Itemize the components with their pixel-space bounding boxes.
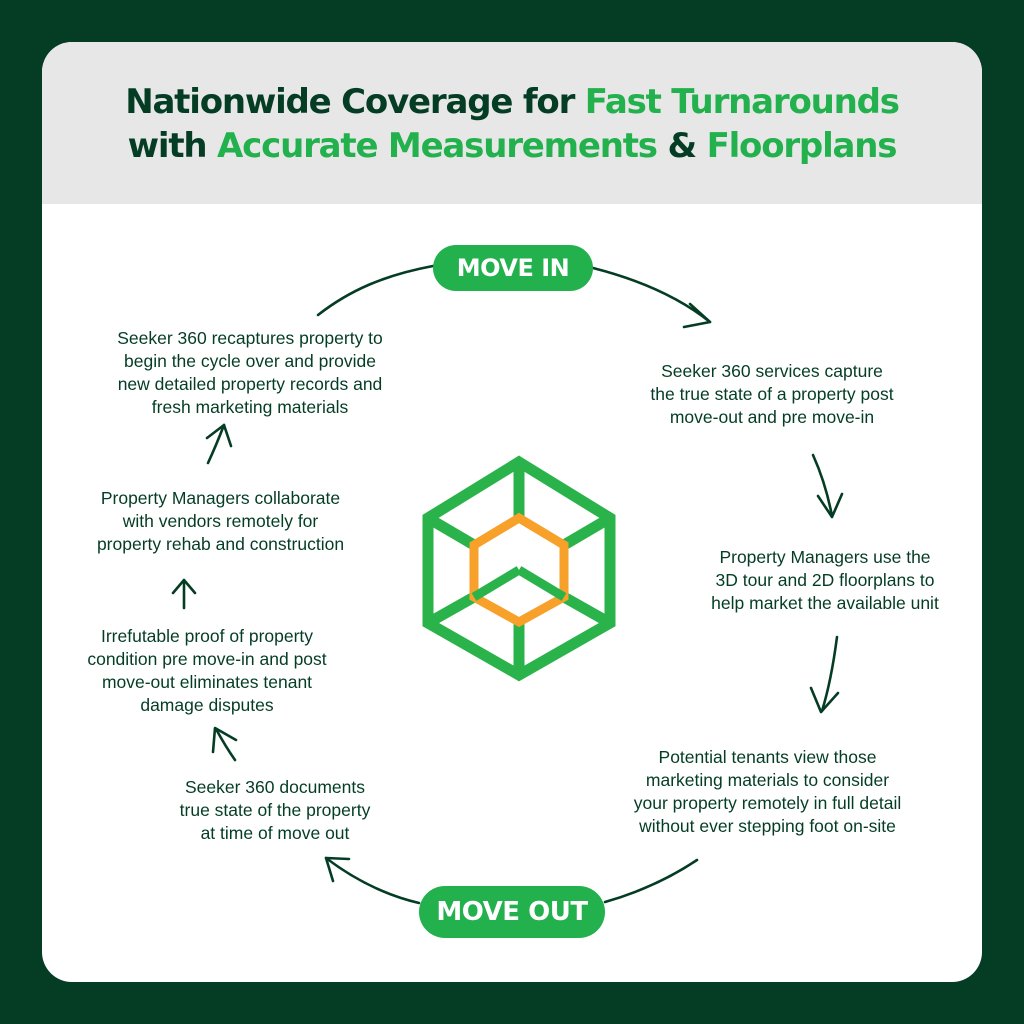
step-line: Property Managers use the (719, 547, 931, 567)
title-line-1: Nationwide Coverage for Fast Turnarounds (42, 82, 982, 122)
move-out-badge: MOVE OUT (419, 886, 605, 938)
step-recapture: Seeker 360 recaptures property to begin … (90, 327, 410, 419)
curved-arrow-icon (816, 492, 844, 519)
step-line: help market the available unit (711, 593, 939, 613)
step-line: begin the cycle over and provide (124, 351, 376, 371)
curved-arrow-icon (682, 302, 712, 329)
curved-arrow-icon (214, 727, 237, 762)
title-segment: with (127, 126, 218, 166)
step-line: Seeker 360 services capture (661, 361, 883, 381)
cycle-arc-bottom-right (603, 858, 699, 904)
title-line-2: with Accurate Measurements & Floorplans (42, 126, 982, 166)
step-line: property rehab and construction (96, 534, 345, 554)
content-card: Nationwide Coverage for Fast Turnarounds… (42, 42, 982, 982)
curved-arrow-icon (206, 423, 226, 465)
step-line: new detailed property records and (117, 374, 383, 394)
title-segment: & (656, 126, 707, 166)
step-managers-market: Property Managers use the 3D tour and 2D… (680, 546, 970, 615)
step-line: Seeker 360 recaptures property to (117, 328, 383, 348)
step-tenants-view: Potential tenants view those marketing m… (605, 746, 930, 838)
step-line: damage disputes (140, 695, 274, 715)
step-line: marketing materials to consider (645, 770, 890, 790)
step-line: Seeker 360 documents (185, 777, 365, 797)
curved-arrow-icon (205, 423, 233, 448)
step-vendors-collaborate: Property Managers collaborate with vendo… (68, 487, 373, 556)
title-segment: Nationwide Coverage for (125, 82, 585, 122)
step-line: your property remotely in full detail (633, 793, 902, 813)
cycle-arc-top-left (316, 264, 435, 317)
step-line: condition pre move-in and post (87, 649, 327, 669)
step-line: at time of move out (200, 823, 350, 843)
hexagon-cube-logo-icon (422, 455, 616, 682)
step-line: move-out and pre move-in (669, 407, 875, 427)
curved-arrow-icon (324, 856, 351, 883)
title-segment-accent: Floorplans (706, 126, 898, 166)
curved-arrow-icon (820, 635, 839, 713)
step-line: fresh marketing materials (151, 397, 349, 417)
step-line: true state of the property (179, 800, 371, 820)
step-line: move-out eliminates tenant (101, 672, 313, 692)
header-band: Nationwide Coverage for Fast Turnarounds… (42, 42, 982, 204)
step-services-capture: Seeker 360 services capture the true sta… (622, 360, 922, 429)
step-line: Potential tenants view those (658, 747, 877, 767)
step-line: Property Managers collaborate (100, 488, 341, 508)
cycle-arc-bottom-left (324, 856, 421, 905)
title-segment-accent: Fast Turnarounds (584, 82, 900, 122)
move-in-badge: MOVE IN (433, 245, 593, 291)
step-line: Irrefutable proof of property (100, 626, 314, 646)
step-irrefutable-proof: Irrefutable proof of property condition … (62, 625, 352, 717)
curved-arrow-icon (811, 453, 834, 518)
cycle-arc-top-right (591, 266, 712, 324)
curved-arrow-icon (809, 686, 840, 714)
step-documents-move-out: Seeker 360 documents true state of the p… (155, 776, 395, 845)
curved-arrow-icon (211, 726, 238, 754)
step-line: the true state of a property post (650, 384, 894, 404)
step-line: 3D tour and 2D floorplans to (715, 570, 935, 590)
curved-arrow-icon (171, 578, 197, 595)
step-line: without ever stepping foot on-site (639, 816, 896, 836)
title-segment-accent: Accurate Measurements (217, 126, 658, 166)
step-line: with vendors remotely for (122, 511, 319, 531)
